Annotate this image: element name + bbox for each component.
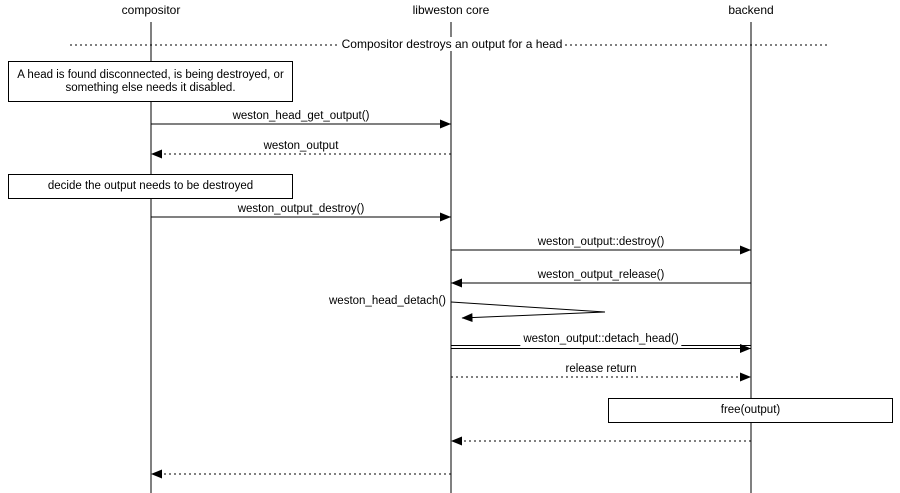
participant-label-libweston_core: libweston core	[412, 3, 490, 17]
frame-title: Compositor destroys an output for a head	[339, 37, 565, 51]
message-label-msg-weston-head-get-output: weston_head_get_output()	[229, 109, 373, 123]
message-label-msg-weston-output-release: weston_output_release()	[534, 268, 668, 282]
note-note-free-output: free(output)	[608, 398, 893, 423]
participant-label-compositor: compositor	[121, 3, 181, 17]
message-label-msg-weston-output-vt-detach-head: weston_output::detach_head()	[520, 332, 682, 346]
msg-weston-head-detach-lower-stroke	[461, 311, 606, 323]
message-label-msg-release-return: release return	[562, 362, 640, 376]
participant-label-backend: backend	[728, 3, 774, 17]
msg-weston-head-detach-upper-stroke	[450, 301, 606, 313]
note-note-head-disconnected: A head is found disconnected, is being d…	[8, 61, 293, 102]
note-note-decide-destroy: decide the output needs to be destroyed	[8, 174, 293, 199]
message-label-msg-weston-output-return: weston_output	[260, 139, 342, 153]
message-label-msg-weston-output-destroy: weston_output_destroy()	[234, 202, 368, 216]
message-label-msg-weston-output-vt-destroy: weston_output::destroy()	[534, 235, 668, 249]
message-label-msg-weston-head-detach: weston_head_detach()	[326, 294, 449, 308]
